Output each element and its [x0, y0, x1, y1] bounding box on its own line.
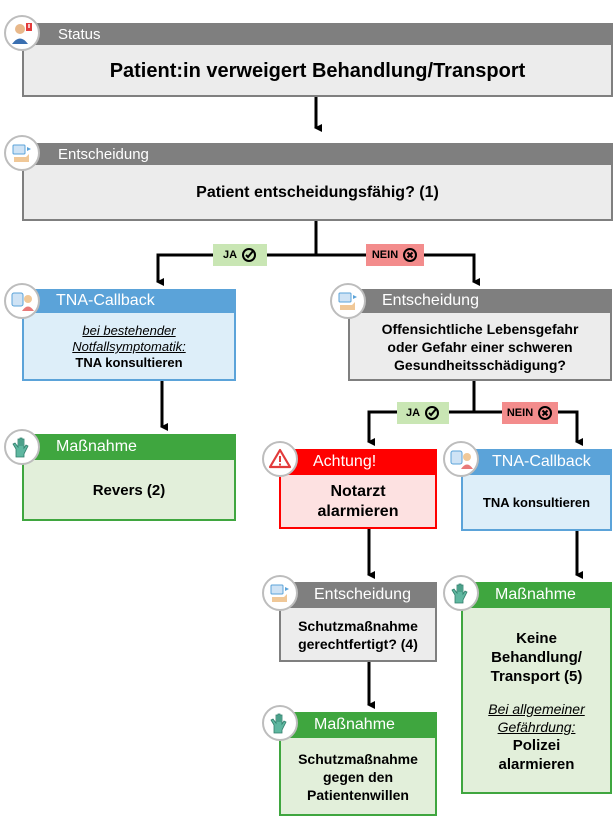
decision3-header [279, 582, 437, 608]
decision-icon [262, 575, 298, 611]
decision2-line-2: oder Gefahr einer schweren [387, 339, 573, 355]
measure-left-header [22, 434, 236, 460]
gloves-icon [262, 705, 298, 741]
decision3-line-2: gerechtfertigt? (4) [298, 636, 418, 652]
branch1-yes-label: JA [222, 249, 238, 261]
status-box [22, 45, 613, 97]
measure-mid-box [279, 738, 437, 816]
status-text: Patient:in verweigert Behandlung/Transpo… [109, 60, 526, 82]
phone-callback-icon [4, 283, 40, 319]
measure-right-header [461, 582, 612, 608]
branch2-no-label: NEIN [506, 407, 534, 419]
branch2-no-tag: NEIN [502, 402, 558, 424]
measure-mid-header-label: Maßnahme [314, 716, 395, 733]
decision1-header [22, 143, 613, 165]
gloves-icon [443, 575, 479, 611]
measure-mid-content: Schutzmaßnahme gegen den Patientenwillen [279, 738, 437, 816]
measure-mid-header [279, 712, 437, 738]
status-header [22, 23, 613, 45]
cross-circle-icon [538, 406, 553, 420]
tna-left-note: bei bestehender Notfallsymptomatik: [72, 323, 186, 354]
tna-right-text: TNA konsultieren [482, 495, 591, 510]
decision2-header [348, 289, 612, 313]
tna-left-content: bei bestehender Notfallsymptomatik: TNA … [22, 313, 236, 381]
decision3-box [279, 608, 437, 662]
gloves-icon [4, 429, 40, 465]
measure-right-line-5: alarmieren [498, 755, 575, 773]
measure-left-box [22, 460, 236, 521]
attention-header [279, 449, 437, 475]
person-alert-icon [4, 15, 40, 51]
measure-right-box [461, 608, 612, 794]
decision2-line-3: Gesundheitsschädigung? [394, 357, 566, 373]
attention-content: Notarzt alarmieren [279, 475, 437, 529]
measure-right-note: Bei allgemeiner Gefährdung: [488, 700, 585, 735]
decision1-text: Patient entscheidungsfähig? (1) [196, 184, 439, 201]
tna-right-header [461, 449, 612, 475]
measure-left-text: Revers (2) [92, 481, 166, 499]
decision3-line-1: Schutzmaßnahme [298, 618, 418, 634]
phone-callback-icon [443, 441, 479, 477]
decision3-content: Schutzmaßnahme gerechtfertigt? (4) [279, 608, 437, 662]
decision-icon [4, 135, 40, 171]
measure-left-header-label: Maßnahme [56, 438, 137, 455]
decision3-header-label: Entscheidung [314, 586, 411, 603]
decision1-header-label: Entscheidung [58, 145, 149, 163]
warning-triangle-icon [262, 441, 298, 477]
status-header-label: Status [58, 25, 101, 43]
decision-icon [330, 283, 366, 319]
tna-left-header-label: TNA-Callback [56, 292, 155, 309]
attention-box [279, 475, 437, 529]
branch1-no-tag: NEIN [366, 244, 424, 266]
branch2-yes-tag: JA [397, 402, 449, 424]
measure-right-header-label: Maßnahme [495, 586, 576, 603]
measure-mid-line-1: Schutzmaßnahme [298, 751, 418, 767]
decision2-content: Offensichtliche Lebensgefahr oder Gefahr… [348, 313, 612, 381]
tna-right-header-label: TNA-Callback [492, 453, 591, 470]
attention-line-1: Notarzt [330, 483, 386, 500]
decision2-line-1: Offensichtliche Lebensgefahr [381, 321, 579, 337]
branch2-yes-label: JA [405, 407, 421, 419]
decision2-box [348, 313, 612, 381]
tna-left-box [22, 313, 236, 381]
check-circle-icon [425, 406, 440, 420]
measure-right-line-1: Keine [516, 629, 557, 647]
decision1-box [22, 165, 613, 221]
attention-line-2: alarmieren [317, 503, 399, 520]
branch1-no-label: NEIN [371, 249, 399, 261]
measure-right-content: Keine Behandlung/ Transport (5) Bei allg… [461, 608, 612, 794]
decision2-header-label: Entscheidung [382, 292, 479, 309]
measure-mid-line-2: gegen den [322, 769, 393, 785]
tna-left-header [22, 289, 236, 313]
tna-left-text: TNA konsultieren [75, 355, 183, 370]
measure-mid-line-3: Patientenwillen [307, 787, 409, 803]
cross-circle-icon [403, 248, 418, 262]
attention-header-label: Achtung! [313, 453, 377, 470]
measure-right-line-4: Polizei [512, 736, 561, 754]
check-circle-icon [242, 248, 257, 262]
measure-right-line-3: Transport (5) [490, 667, 583, 685]
branch1-yes-tag: JA [213, 244, 267, 266]
tna-right-box [461, 475, 612, 531]
measure-right-line-2: Behandlung/ [491, 648, 582, 666]
